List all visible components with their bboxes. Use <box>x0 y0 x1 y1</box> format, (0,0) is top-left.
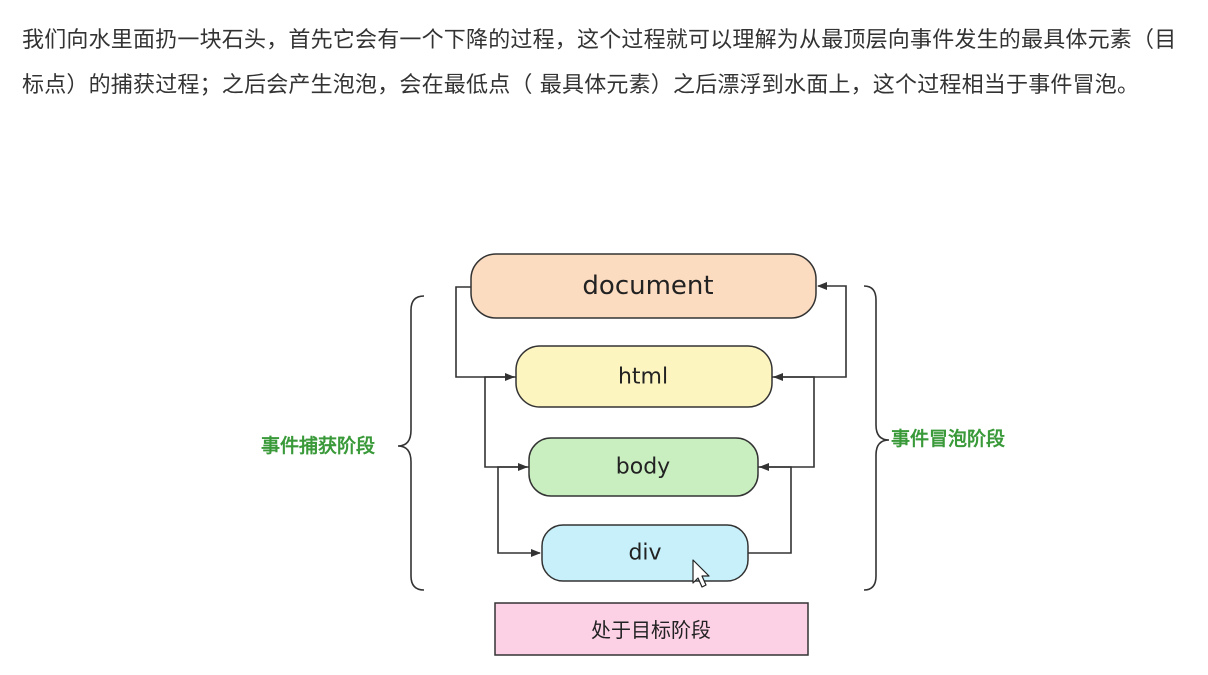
mouse-cursor-icon <box>692 559 710 588</box>
target-phase-box: 处于目标阶段 <box>494 602 809 656</box>
node-document: document <box>470 253 817 319</box>
capture-arrows <box>455 286 541 557</box>
node-div-label: div <box>628 541 661 566</box>
node-document-label: document <box>582 271 713 301</box>
node-html: html <box>515 345 773 408</box>
node-body: body <box>528 437 759 497</box>
node-div: div <box>541 524 749 582</box>
node-html-label: html <box>618 365 668 390</box>
node-body-label: body <box>616 455 670 480</box>
capture-brace <box>397 295 425 591</box>
capture-phase-label: 事件捕获阶段 <box>261 434 376 457</box>
intro-paragraph: 我们向水里面扔一块石头，首先它会有一个下降的过程，这个过程就可以理解为从最顶层向… <box>22 28 1177 98</box>
target-phase-label: 处于目标阶段 <box>591 618 711 642</box>
bubble-phase-label: 事件冒泡阶段 <box>891 427 1006 450</box>
bubble-arrow-html-document <box>772 282 847 378</box>
bubble-brace <box>863 285 890 591</box>
bubble-arrows <box>748 282 847 554</box>
capture-arrow-body-div <box>497 466 541 557</box>
